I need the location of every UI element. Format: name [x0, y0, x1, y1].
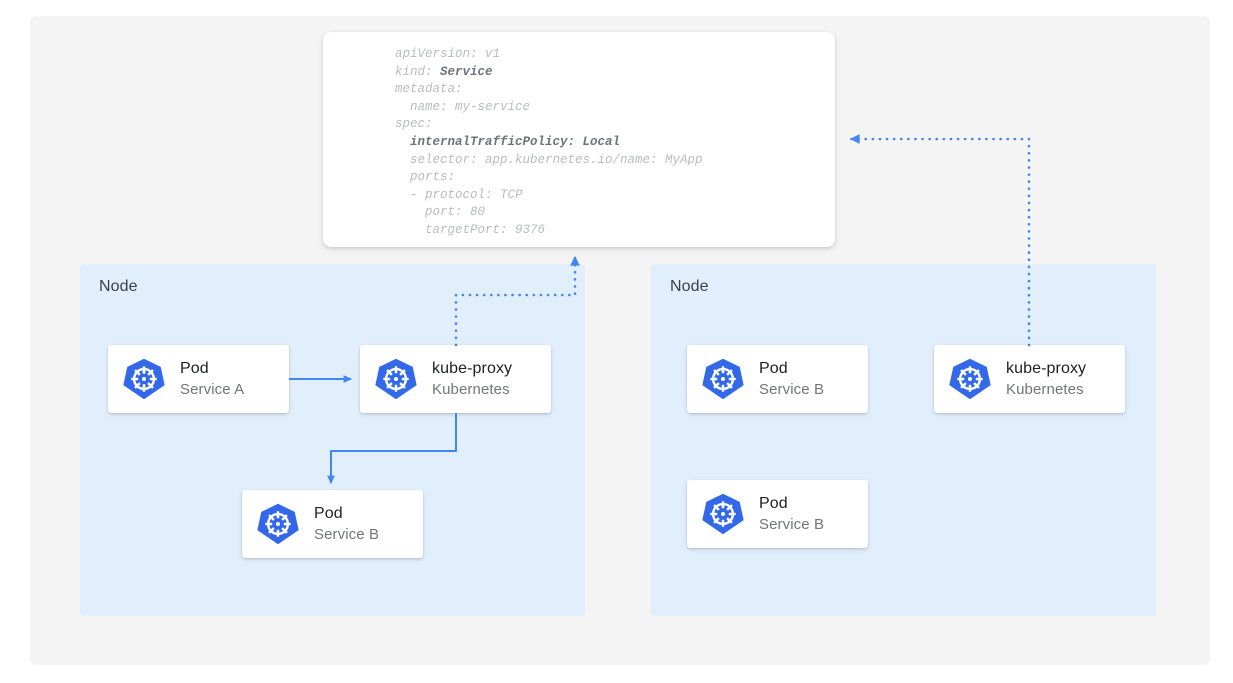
node-panel-right: Node [651, 264, 1156, 616]
yaml-emphasis: Service [440, 64, 493, 79]
yaml-line: selector: app.kubernetes.io/name: MyApp [395, 152, 703, 167]
yaml-line: internalTrafficPolicy: Local [395, 134, 703, 152]
yaml-line: apiVersion: v1 [395, 47, 501, 61]
yaml-line: - protocol: TCP [395, 187, 523, 202]
card-text: kube-proxy Kubernetes [1006, 358, 1086, 400]
service-manifest-card: apiVersion: v1 kind: Service metadata: nam… [323, 32, 835, 247]
kubernetes-icon [702, 358, 744, 400]
card-title: kube-proxy [432, 360, 513, 377]
yaml-line: port: 80 [395, 205, 486, 220]
card-subtitle: Service A [180, 381, 245, 398]
card-subtitle: Service B [759, 381, 825, 398]
kubernetes-icon [949, 358, 991, 400]
card-subtitle: Kubernetes [1006, 381, 1084, 398]
yaml-line: targetPort: 9376 [395, 222, 546, 237]
kubernetes-icon [375, 358, 417, 400]
card-subtitle: Service B [759, 516, 825, 533]
card-pod-service-b-left[interactable]: Pod Service B [242, 490, 423, 558]
card-text: Pod Service B [759, 493, 824, 535]
card-text: kube-proxy Kubernetes [432, 358, 512, 400]
card-title: kube-proxy [1006, 360, 1087, 377]
yaml-line: kind: Service [395, 64, 493, 79]
card-pod-service-b-right-2[interactable]: Pod Service B [687, 480, 868, 548]
node-label-right: Node [670, 278, 709, 295]
service-manifest-text: apiVersion: v1 kind: Service metadata: nam… [395, 46, 703, 240]
yaml-line: ports: [395, 170, 456, 185]
card-title: Pod [180, 360, 209, 377]
node-panel-left: Node [80, 264, 585, 616]
card-pod-service-b-right-1[interactable]: Pod Service B [687, 345, 868, 413]
card-kube-proxy-right[interactable]: kube-proxy Kubernetes [934, 345, 1125, 413]
card-title: Pod [314, 505, 343, 522]
yaml-line: metadata: [395, 82, 463, 97]
card-subtitle: Kubernetes [432, 381, 510, 398]
kubernetes-icon [257, 503, 299, 545]
card-kube-proxy-left[interactable]: kube-proxy Kubernetes [360, 345, 551, 413]
kubernetes-icon [702, 493, 744, 535]
card-pod-service-a[interactable]: Pod Service A [108, 345, 289, 413]
yaml-line: spec: [395, 117, 433, 132]
node-label-left: Node [99, 278, 138, 295]
card-text: Pod Service A [180, 358, 244, 400]
card-subtitle: Service B [314, 526, 380, 543]
yaml-line: name: my-service [395, 99, 531, 114]
card-text: Pod Service B [759, 358, 824, 400]
yaml-emphasis: internalTrafficPolicy: Local [410, 134, 621, 149]
kubernetes-icon [123, 358, 165, 400]
card-title: Pod [759, 495, 788, 512]
card-text: Pod Service B [314, 503, 379, 545]
card-title: Pod [759, 360, 788, 377]
